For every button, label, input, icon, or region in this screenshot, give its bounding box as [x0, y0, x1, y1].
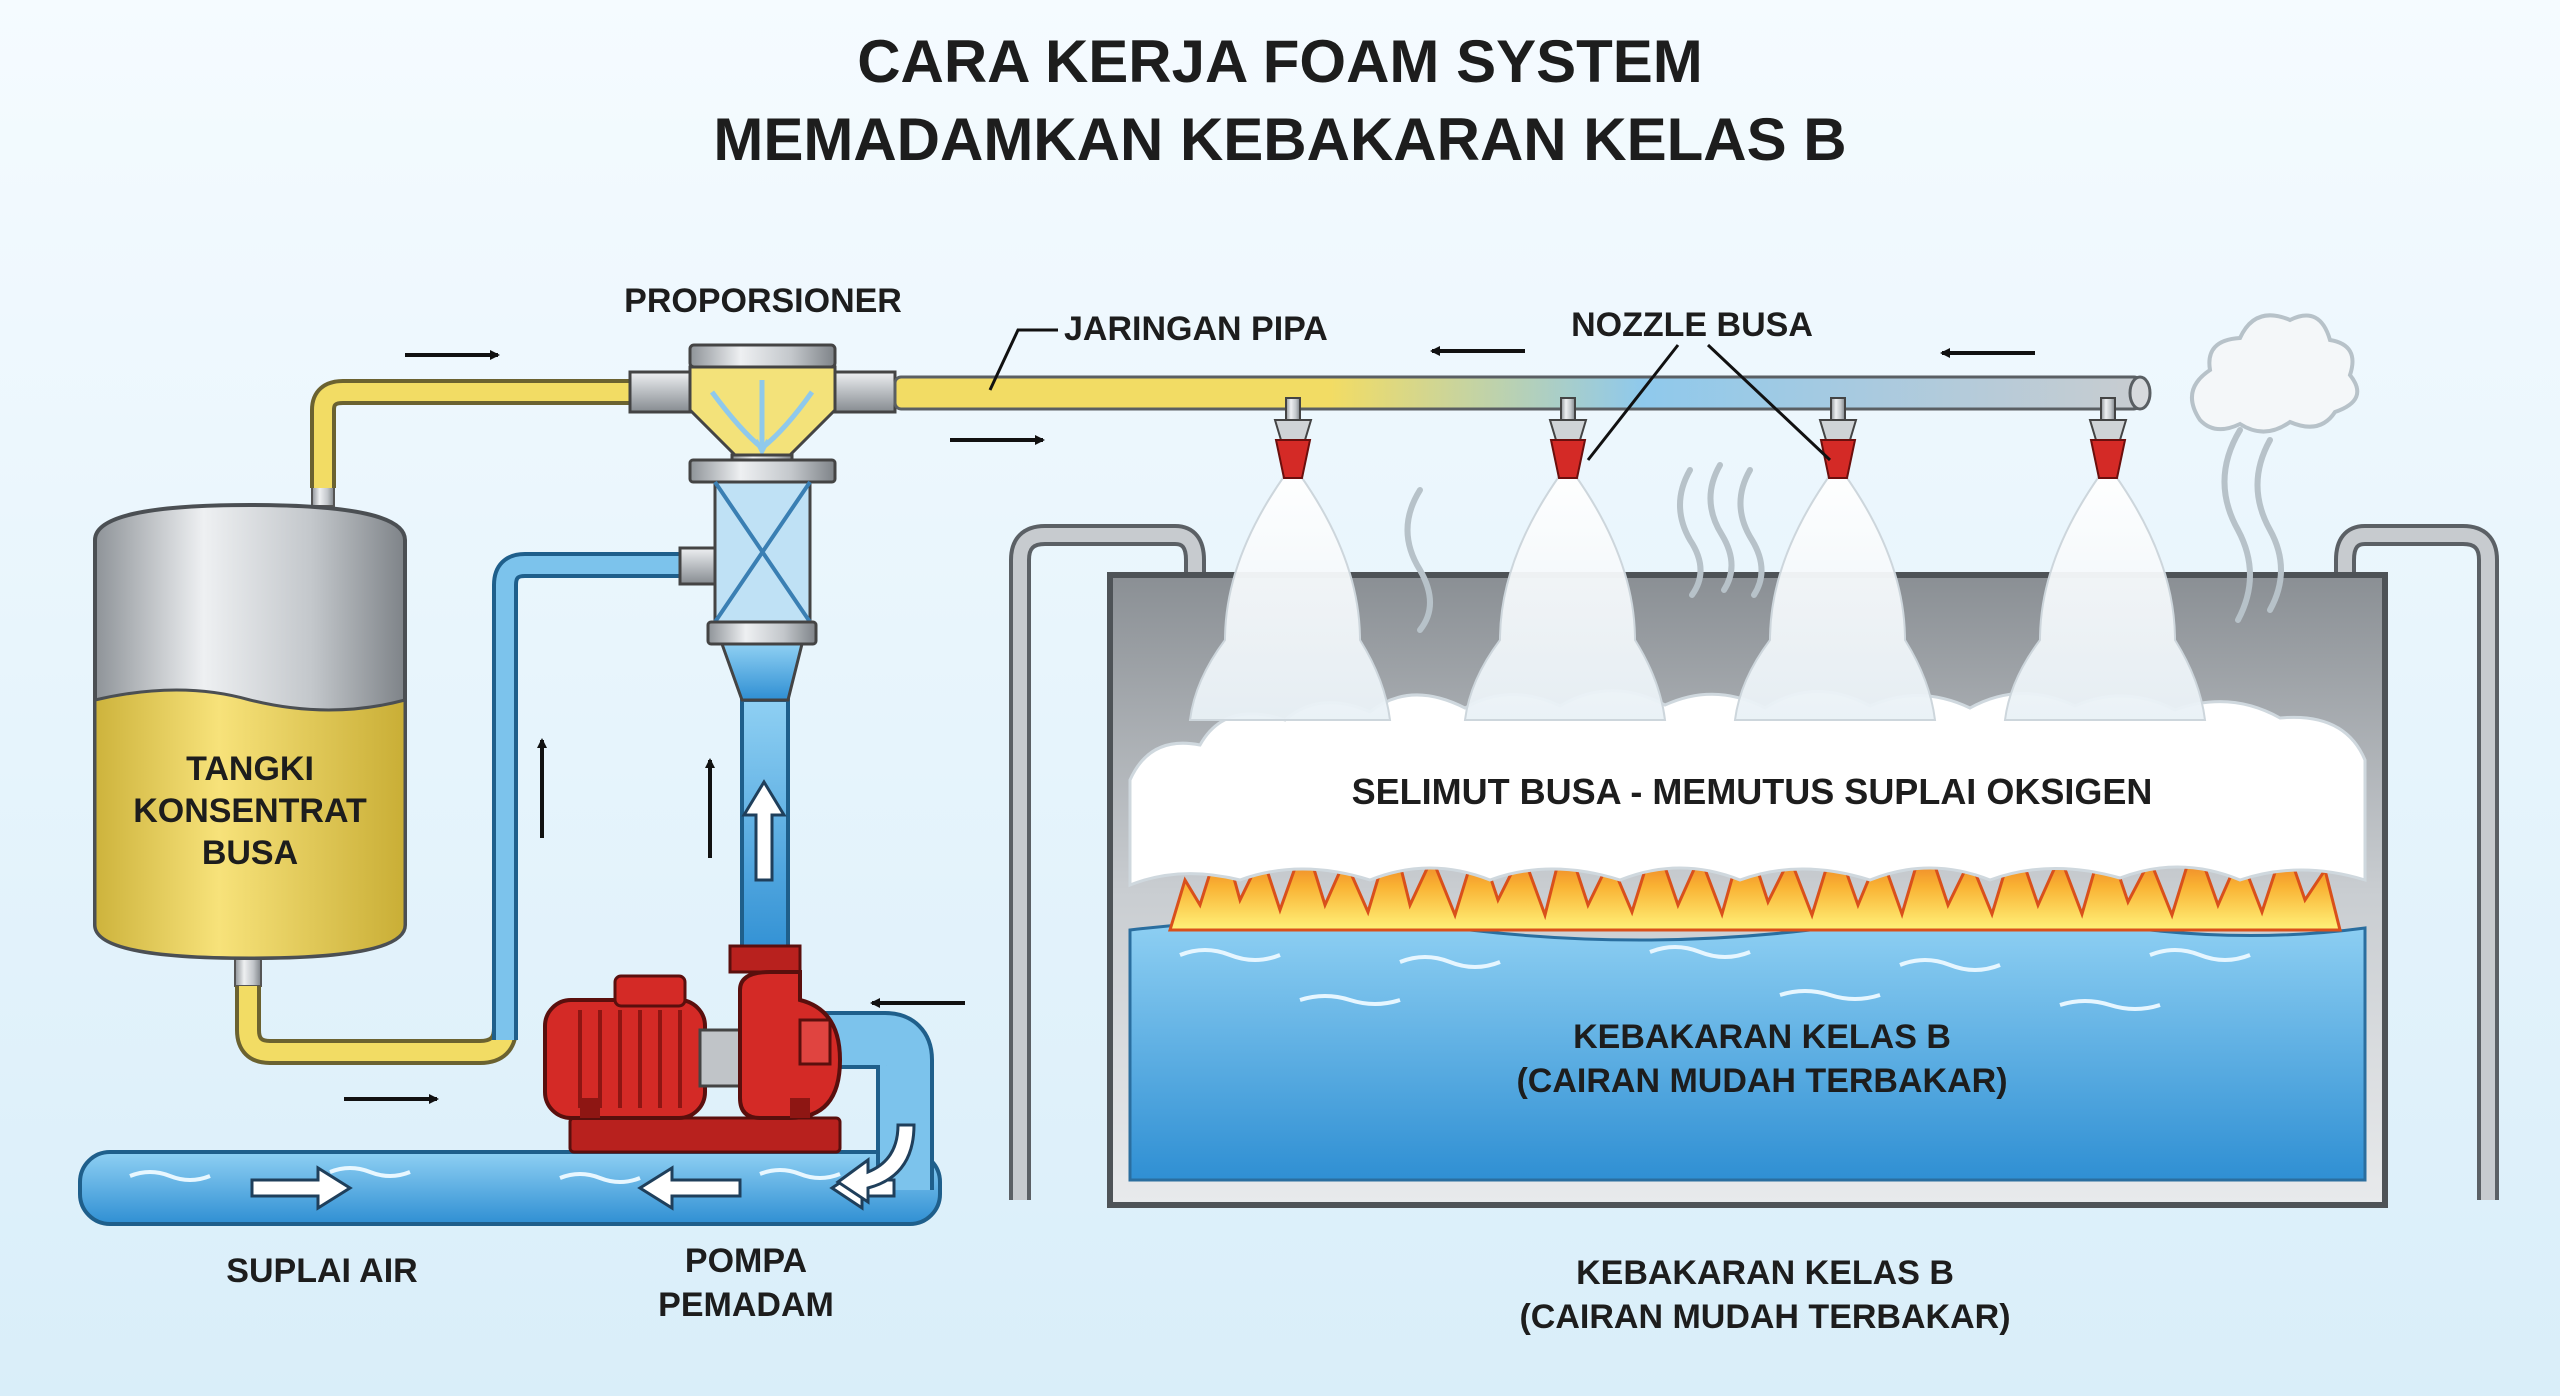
- fire-class-bottom-line-1: KEBAKARAN KELAS B: [1576, 1254, 1954, 1292]
- pump-label-line-1: POMPA: [685, 1242, 807, 1280]
- tank-label-line-3: BUSA: [202, 834, 298, 872]
- fire-class-inner-line-1: KEBAKARAN KELAS B: [1573, 1018, 1951, 1056]
- foam-blanket-label: SELIMUT BUSA - MEMUTUS SUPLAI OKSIGEN: [1352, 771, 2153, 812]
- title-line-2: MEMADAMKAN KEBAKARAN KELAS B: [713, 106, 1846, 173]
- water-bypass-pipe: [496, 556, 690, 1040]
- title-line-1: CARA KERJA FOAM SYSTEM: [857, 28, 1703, 95]
- proportioner-label: PROPORSIONER: [624, 282, 902, 320]
- tank-label-line-1: TANGKI: [186, 750, 314, 788]
- steam-icon: [1404, 427, 2284, 633]
- nozzle-icon: [1273, 397, 2128, 479]
- pump-icon: [543, 970, 843, 1154]
- concentrate-feed-pipe: [314, 383, 640, 488]
- leader-lines: [988, 328, 1832, 462]
- water-supply-label: SUPLAI AIR: [226, 1252, 417, 1290]
- concentrate-tank: TANGKI KONSENTRAT BUSA: [93, 479, 407, 987]
- pipe-network-label: JARINGAN PIPA: [1064, 310, 1328, 348]
- proportioner: [628, 343, 897, 702]
- flow-arrow-icon: [344, 346, 2035, 1104]
- foam-nozzle-label: NOZZLE BUSA: [1571, 306, 1813, 344]
- pipe-end-cap: [2128, 375, 2152, 411]
- main-pipe-network: [893, 375, 2142, 411]
- flow-arrow-icon: [250, 779, 916, 1211]
- steam-cloud: [2190, 313, 2360, 434]
- riser-flange: [728, 944, 802, 974]
- tank-label-line-2: KONSENTRAT: [133, 792, 367, 830]
- foam-sprays: [1188, 474, 2207, 721]
- fire-class-bottom-line-2: (CAIRAN MUDAH TERBAKAR): [1519, 1298, 2010, 1336]
- pump-intake-pipe: [800, 1015, 930, 1190]
- fire-class-inner-line-2: (CAIRAN MUDAH TERBAKAR): [1516, 1062, 2007, 1100]
- pump-label-line-2: PEMADAM: [658, 1286, 834, 1324]
- concentrate-return-pipe: [239, 986, 514, 1061]
- water-supply-pipe: [78, 1150, 942, 1226]
